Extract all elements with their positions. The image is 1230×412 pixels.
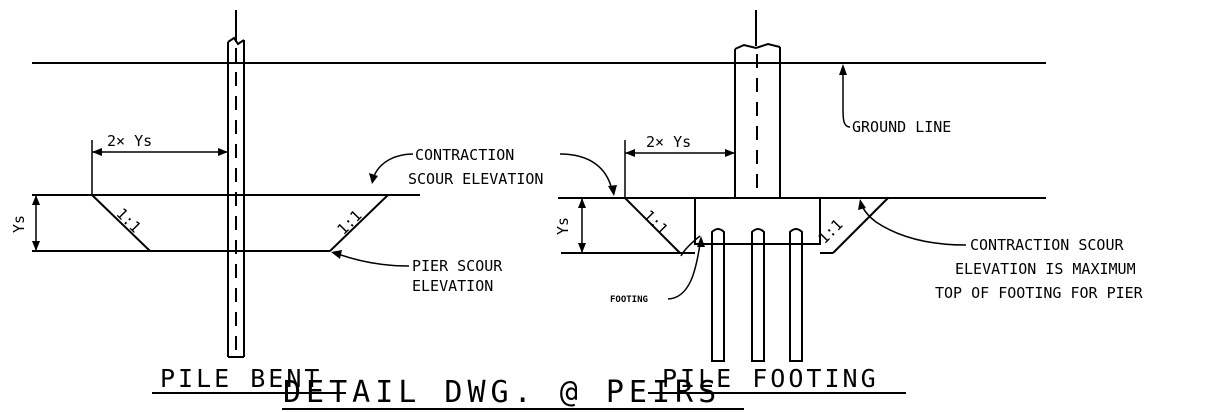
note-leader bbox=[861, 205, 967, 246]
footing-leader-arrow bbox=[697, 236, 705, 247]
footing-pile-3 bbox=[789, 228, 803, 362]
pile-footing bbox=[694, 10, 821, 362]
left-slope-line-a bbox=[91, 194, 151, 252]
note-line2: ELEVATION IS MAXIMUM bbox=[955, 260, 1136, 278]
right-dim-arrow-end bbox=[725, 149, 735, 157]
contraction-scour-label-line2: SCOUR ELEVATION bbox=[408, 170, 543, 188]
left-ys-arrow-bottom bbox=[32, 241, 40, 251]
right-ys-arrow-top bbox=[578, 198, 586, 208]
ground-line-leader bbox=[842, 72, 851, 128]
column-break-mark bbox=[734, 42, 781, 50]
footing-leader-secondary bbox=[680, 235, 701, 257]
pier-scour-leader bbox=[337, 253, 410, 267]
right-dim-label: 2× Ys bbox=[646, 133, 691, 151]
slope-label-1: 1:1 bbox=[113, 205, 145, 237]
pier-scour-label-line2: ELEVATION bbox=[412, 277, 493, 295]
slope-label-3: 1:1 bbox=[640, 207, 672, 239]
left-dim-arrow-end bbox=[218, 148, 228, 156]
note-leader-arrow bbox=[858, 199, 866, 210]
contraction-scour-label-line1: CONTRACTION bbox=[415, 146, 514, 164]
footing-cap bbox=[694, 197, 821, 245]
slope-label-2: 1:1 bbox=[334, 207, 366, 239]
right-ys-label: Ys bbox=[554, 217, 572, 235]
left-dim-arrow-start bbox=[92, 148, 102, 156]
ground-line-label: GROUND LINE bbox=[852, 118, 951, 136]
contraction-leader-left bbox=[373, 153, 414, 177]
right-slope-line-b bbox=[832, 197, 889, 254]
footing-leader bbox=[667, 243, 701, 300]
footing-label: FOOTING bbox=[610, 295, 648, 305]
left-dim-label: 2× Ys bbox=[107, 132, 152, 150]
left-slope-line-b bbox=[329, 194, 389, 252]
right-ys-arrow-bottom bbox=[578, 243, 586, 253]
pile-bent-break-mark bbox=[227, 36, 245, 46]
contraction-leader-right bbox=[559, 153, 613, 191]
pile-footing-title: PILE FOOTING bbox=[662, 364, 879, 393]
note-line1: CONTRACTION SCOUR bbox=[970, 236, 1124, 254]
footing-pile-2 bbox=[751, 228, 765, 362]
pile-bent bbox=[227, 10, 245, 358]
note-line3: TOP OF FOOTING FOR PIER bbox=[935, 284, 1144, 302]
pier-scour-label-line1: PIER SCOUR bbox=[412, 257, 503, 275]
main-title: DETAIL DWG. @ PEIRS bbox=[283, 375, 721, 410]
ground-line-leader-arrow bbox=[839, 64, 847, 75]
left-ys-arrow-top bbox=[32, 195, 40, 205]
left-ys-label: Ys bbox=[10, 215, 28, 233]
footing-pile-1 bbox=[711, 228, 725, 362]
pile-bent-title: PILE BENT bbox=[160, 364, 322, 393]
right-dim-arrow-start bbox=[625, 149, 635, 157]
pier-scour-leader-arrow bbox=[331, 250, 342, 259]
right-slope-line-a bbox=[624, 197, 681, 254]
contraction-leader-left-arrow bbox=[369, 173, 378, 184]
contraction-leader-right-arrow bbox=[608, 185, 617, 196]
